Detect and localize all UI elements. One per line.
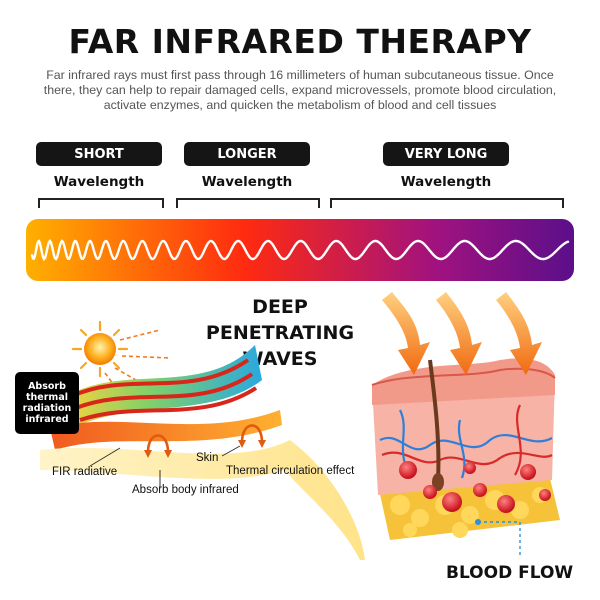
wavelength-spectrum-bar	[26, 219, 574, 281]
band-very-long-pill: VERY LONG	[383, 142, 509, 166]
skin-cross-section	[371, 358, 560, 556]
absorb-thermal-radiation-box: Absorb thermal radiation infrared	[15, 372, 79, 434]
blood-flow-label: BLOOD FLOW	[446, 563, 574, 583]
deep-heading-line1: DEEP PENETRATING	[205, 296, 355, 344]
band-longer-bracket	[176, 198, 320, 208]
band-longer-pill: LONGER	[184, 142, 310, 166]
intro-paragraph: Far infrared rays must first pass throug…	[43, 68, 557, 112]
sun-icon	[71, 320, 129, 378]
thermal-circulation-arrows	[146, 424, 264, 453]
band-short-bracket	[38, 198, 164, 208]
band-very-long-bracket	[330, 198, 564, 208]
wave-line	[30, 239, 570, 262]
outer-skin-layer	[60, 345, 262, 430]
absorb-body-infrared-label: Absorb body infrared	[132, 484, 239, 496]
band-longer-wavelength: Wavelength	[201, 174, 293, 190]
label-leaders	[89, 445, 241, 487]
band-short-wavelength: Wavelength	[53, 174, 145, 190]
thermal-circulation-label: Thermal circulation effect	[226, 465, 355, 477]
heat-arrows	[382, 292, 542, 375]
skin-label: Skin	[196, 452, 219, 464]
body-tissue-layer	[40, 440, 365, 560]
band-short-pill: SHORT	[36, 142, 162, 166]
fir-radiative-label: FIR radiative	[52, 466, 118, 478]
page-title: FAR INFRARED THERAPY	[68, 22, 532, 61]
band-very-long-wavelength: Wavelength	[400, 174, 492, 190]
skin-layer	[50, 410, 282, 450]
deep-penetrating-heading: DEEP PENETRATING WAVES	[175, 294, 385, 372]
infrared-streaks	[71, 358, 258, 422]
deep-heading-line2: WAVES	[242, 348, 318, 370]
